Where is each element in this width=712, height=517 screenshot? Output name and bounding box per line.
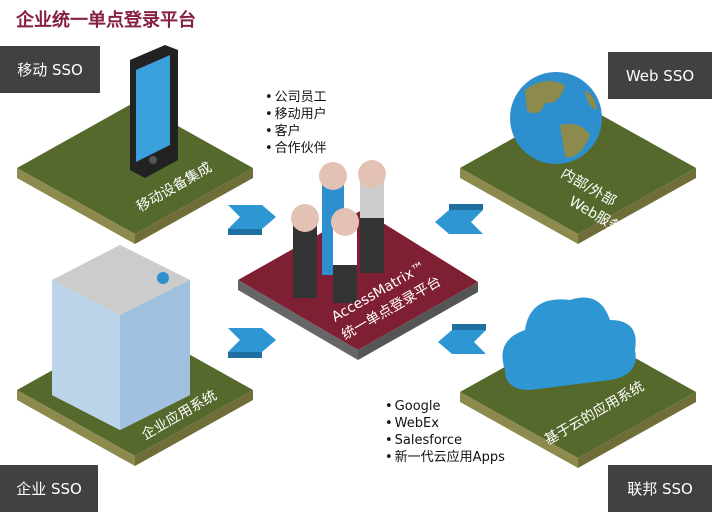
building-icon — [52, 245, 190, 430]
list-item: Salesforce — [385, 432, 505, 449]
web-sso-label: Web SSO — [608, 52, 712, 99]
list-item: 合作伙伴 — [265, 140, 327, 157]
arrow-web — [435, 204, 483, 234]
phone-icon — [130, 45, 178, 178]
user-types-list: 公司员工 移动用户 客户 合作伙伴 — [265, 89, 327, 157]
list-item: Google — [385, 398, 505, 415]
arrow-cloud — [438, 324, 486, 354]
list-item: 公司员工 — [265, 89, 327, 106]
cloud-apps-list: Google WebEx Salesforce 新一代云应用Apps — [385, 398, 505, 466]
globe-icon — [510, 72, 602, 164]
center-platform — [238, 210, 478, 360]
list-item: WebEx — [385, 415, 505, 432]
list-item: 客户 — [265, 123, 327, 140]
federated-sso-label: 联邦 SSO — [608, 465, 712, 512]
mobile-sso-label: 移动 SSO — [0, 46, 100, 93]
list-item: 新一代云应用Apps — [385, 449, 505, 466]
cloud-icon — [502, 297, 636, 390]
arrow-mobile — [228, 205, 276, 235]
arrow-enterprise — [228, 328, 276, 358]
list-item: 移动用户 — [265, 106, 327, 123]
enterprise-sso-label: 企业 SSO — [0, 465, 98, 512]
people-icon — [291, 160, 386, 303]
page-title: 企业统一单点登录平台 — [16, 10, 196, 31]
